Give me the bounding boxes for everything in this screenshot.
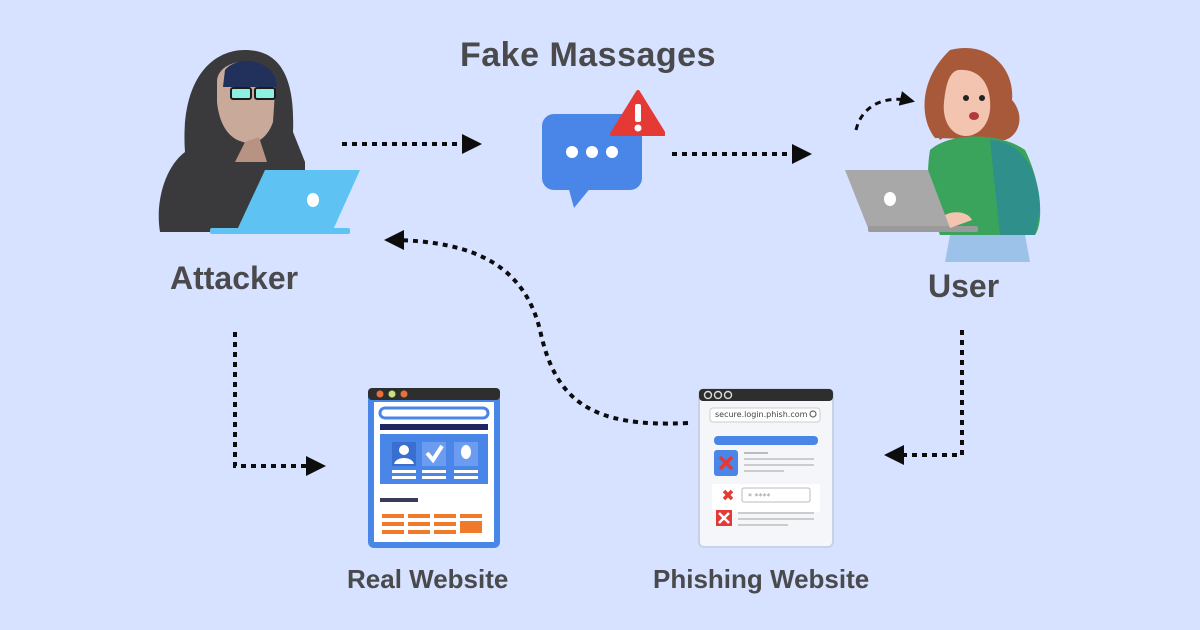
arrow-phishing-to-attacker xyxy=(384,230,689,426)
worried-woman-with-laptop-icon xyxy=(845,48,1041,262)
phishing-url-bar: secure.login.phish.com xyxy=(715,410,808,419)
attacker-label: Attacker xyxy=(170,260,299,296)
fake-login-browser-icon: * **** secure.login.phish.com xyxy=(698,388,834,548)
real-website-label: Real Website xyxy=(347,564,509,594)
arrow-user-to-phishing xyxy=(884,330,964,465)
arrow-attacker-to-real xyxy=(233,332,326,476)
user-label: User xyxy=(928,268,1000,304)
browser-window-icon xyxy=(368,388,500,548)
svg-text:* ****: * **** xyxy=(748,492,771,501)
arrow-user-curl xyxy=(854,91,915,131)
diagram-title: Fake Massages xyxy=(460,36,716,74)
hooded-hacker-with-laptop-icon xyxy=(158,50,360,234)
phishing-website-label: Phishing Website xyxy=(653,564,870,594)
chat-bubble-with-warning-icon xyxy=(542,90,665,208)
